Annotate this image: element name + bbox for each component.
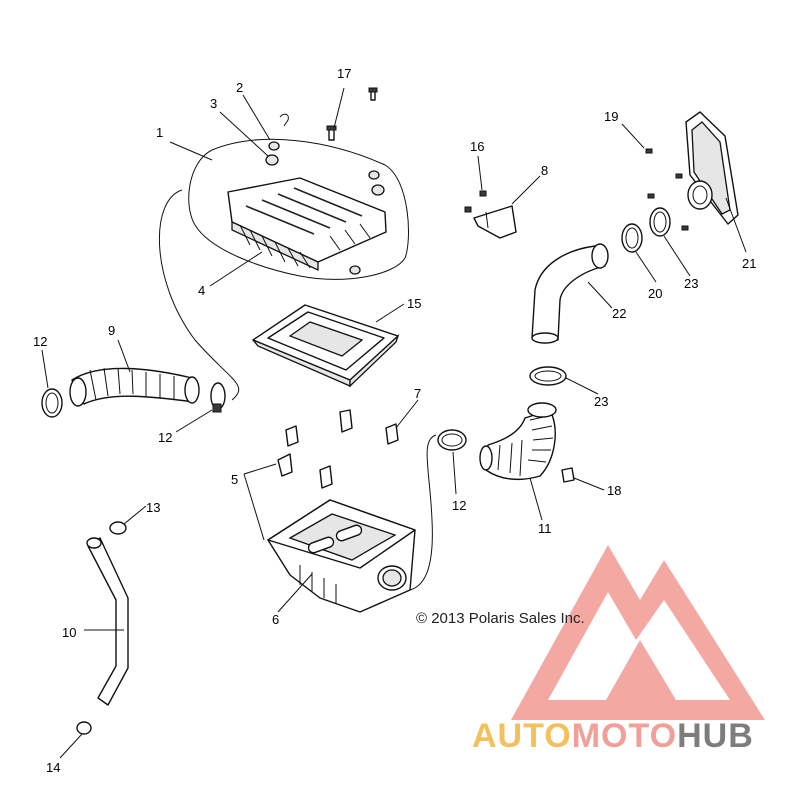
clamp-20 [621, 223, 643, 253]
screw-19 [645, 148, 653, 154]
clip-upper-a [285, 425, 299, 447]
callout-21: 21 [742, 256, 756, 271]
screw-8 [464, 206, 472, 213]
clamp-12-mid [210, 382, 226, 413]
callout-22: 22 [612, 306, 626, 321]
screw-21c [681, 225, 689, 231]
callout-12-mid: 12 [158, 430, 172, 445]
callout-2: 2 [236, 80, 243, 95]
clamp-23-upper [649, 207, 671, 237]
callout-20: 20 [648, 286, 662, 301]
callout-12-right: 12 [452, 498, 466, 513]
airbox-cover [227, 177, 387, 272]
callout-19: 19 [604, 109, 618, 124]
connect-curve-right [409, 434, 437, 591]
grommet-bottom [349, 265, 361, 275]
airbox-base [267, 499, 416, 613]
clip-5a [277, 453, 293, 477]
callout-4: 4 [198, 283, 205, 298]
callout-8: 8 [541, 163, 548, 178]
clip-18 [561, 467, 575, 483]
base-slot-a [307, 536, 335, 554]
screw-21a [675, 173, 683, 179]
grommet-right-lower [371, 184, 385, 196]
callout-11: 11 [538, 521, 552, 536]
intake-duct [69, 367, 200, 407]
brand-hub: HUB [677, 717, 754, 755]
callout-18: 18 [607, 483, 621, 498]
outlet-elbow [479, 402, 557, 481]
grommet-right-upper [368, 170, 380, 180]
clamp-23-lower [529, 366, 567, 386]
base-slot-b [335, 524, 363, 542]
intake-tube [531, 243, 609, 344]
cover-group-outline [188, 138, 409, 280]
connect-curve-left [159, 189, 240, 401]
watermark-logo [511, 545, 765, 720]
callout-9: 9 [108, 323, 115, 338]
callout-12-left: 12 [33, 334, 47, 349]
clip-5b [319, 465, 333, 489]
screw-17 [326, 125, 337, 141]
copyright-notice: © 2013 Polaris Sales Inc. [416, 610, 585, 627]
watermark-brand: AUTOMOTOHUB [472, 717, 754, 756]
clip-upper-b [339, 409, 353, 433]
brand-moto: MOTO [571, 717, 678, 755]
clamp-12-right [437, 429, 467, 451]
callout-16: 16 [470, 139, 484, 154]
drain-tube [86, 537, 129, 706]
grommet-2 [268, 141, 280, 151]
callout-23-upper: 23 [684, 276, 698, 291]
inlet-housing [685, 111, 739, 225]
callout-5: 5 [231, 472, 238, 487]
callout-10: 10 [62, 625, 76, 640]
grommet-3 [265, 154, 279, 166]
clip-small [279, 113, 289, 127]
bracket-8 [473, 205, 517, 239]
screw-16 [479, 190, 487, 197]
callout-labels: 1 2 3 4 5 6 7 8 9 10 11 12 12 12 13 14 1… [33, 66, 756, 775]
callout-23-lower: 23 [594, 394, 608, 409]
callout-13: 13 [146, 500, 160, 515]
callout-3: 3 [210, 96, 217, 111]
brand-auto: AUTO [472, 717, 572, 755]
callout-15: 15 [407, 296, 421, 311]
air-filter [252, 304, 400, 388]
clamp-12-left [41, 388, 63, 418]
screw-upper [368, 87, 378, 101]
leader-lines [41, 87, 747, 759]
callout-17: 17 [337, 66, 351, 81]
callout-1: 1 [156, 125, 163, 140]
callout-7: 7 [414, 386, 421, 401]
clamp-14 [76, 721, 92, 735]
clamp-13 [109, 521, 127, 535]
clip-7 [385, 423, 399, 445]
screw-21b [647, 193, 655, 199]
callout-6: 6 [272, 612, 279, 627]
callout-14: 14 [46, 760, 60, 775]
